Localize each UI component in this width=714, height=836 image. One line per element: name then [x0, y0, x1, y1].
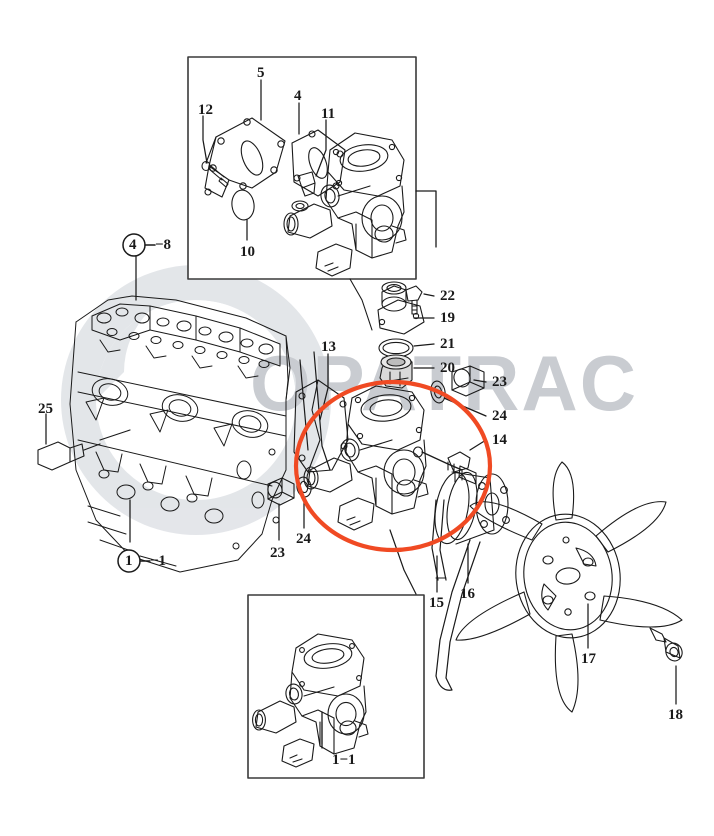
tube-13 [313, 351, 331, 471]
inset-oring [231, 189, 255, 221]
inset-bolt-12 [201, 160, 229, 188]
callout-label-16: 16 [460, 586, 475, 602]
bolt-18 [649, 627, 683, 662]
callout-label-19: 19 [440, 310, 455, 326]
inset-top-connector [415, 190, 437, 248]
callout-label-17: 17 [581, 651, 596, 667]
callout-label-24-right: 24 [492, 408, 507, 424]
callout-suffix-1: −1 [150, 553, 167, 569]
inset-gasket-small [291, 129, 346, 197]
inset-bottom-caption: 1−1 [332, 752, 356, 768]
plug-23-bottom [267, 477, 295, 506]
callout-label-12: 12 [198, 102, 213, 118]
callout-label-14: 14 [492, 432, 507, 448]
inset-bottom-connector [389, 529, 417, 595]
callout-label-1-circled: 1 [125, 553, 133, 569]
callout-label-18: 18 [668, 707, 683, 723]
cooling-fan [455, 461, 683, 713]
callout-label-24-bottom: 24 [296, 531, 311, 547]
washer-24-left [296, 476, 312, 498]
inset-pump-body [283, 132, 407, 277]
callout-label-5: 5 [257, 65, 265, 81]
callout-label-23-bottom: 23 [270, 545, 285, 561]
inset-bottom-frame [247, 594, 425, 779]
plug-23-right [451, 365, 485, 397]
inset-top-frame [187, 56, 417, 280]
callout-label-4-circled: 4 [129, 237, 137, 253]
washer-24-right [430, 380, 446, 404]
inset-fitting-11 [291, 171, 316, 212]
engine-block [69, 295, 291, 573]
callout-label-4-top: 4 [294, 88, 302, 104]
callout-suffix-8: −8 [155, 237, 172, 253]
callout-label-22: 22 [440, 288, 455, 304]
callout-label-11: 11 [321, 106, 336, 122]
callout-label-23-right: 23 [492, 374, 507, 390]
callout-label-15: 15 [429, 595, 444, 611]
callout-label-20: 20 [440, 360, 455, 376]
inset-gasket-large [204, 117, 286, 198]
callout-label-10: 10 [240, 244, 255, 260]
selection-ellipse [293, 379, 493, 553]
leader-lines [45, 79, 677, 705]
sensor-25 [37, 429, 131, 471]
callout-label-21: 21 [440, 336, 455, 352]
callout-label-25: 25 [38, 401, 53, 417]
callout-label-13: 13 [321, 339, 336, 355]
